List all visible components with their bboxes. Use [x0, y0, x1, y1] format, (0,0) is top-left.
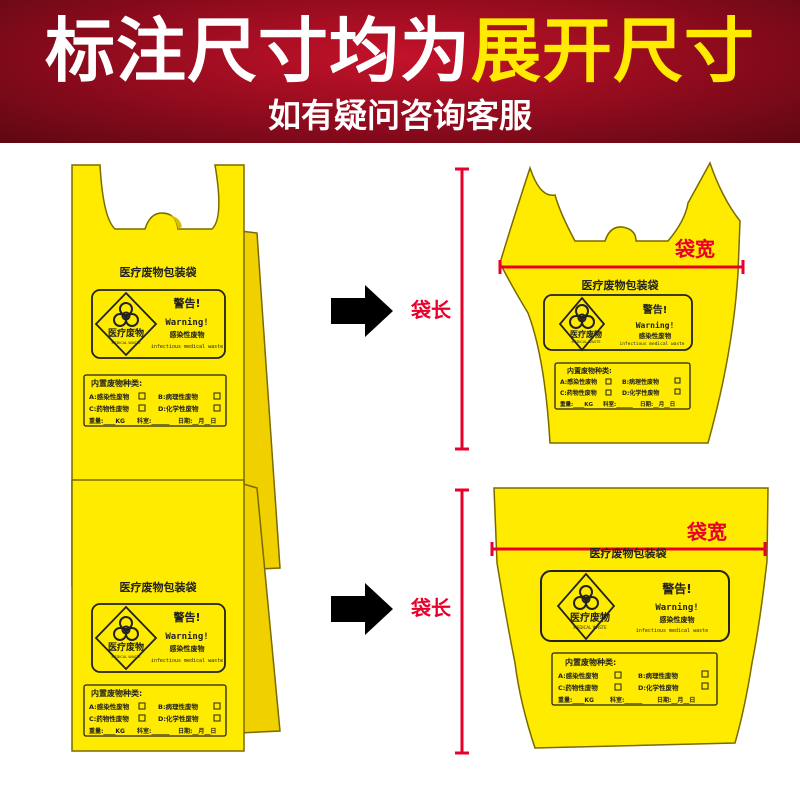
svg-text:医疗废物包装袋: 医疗废物包装袋 [582, 278, 660, 292]
header-banner: 标注尺寸均为展开尺寸 如有疑问咨询客服 [0, 0, 800, 143]
badge-small-text: MEDICAL WASTE [111, 341, 140, 345]
svg-text:内置废物种类:: 内置废物种类: [91, 688, 142, 698]
svg-text:D:化学性废物: D:化学性废物 [158, 404, 199, 413]
svg-text:科室:______: 科室:______ [603, 400, 633, 408]
title-white-part: 标注尺寸均为 [45, 10, 471, 92]
illustration-stage: 医疗废物包装袋 医疗废物 MEDICAL WASTE 警告! Warning! … [71, 161, 769, 755]
svg-text:重量:____KG: 重量:____KG [89, 727, 125, 735]
svg-text:C:药物性废物: C:药物性废物 [89, 404, 129, 413]
flat-bag-unfolded: 袋宽 医疗废物包装袋 医疗废物 MEDICAL WASTE 警告! Warnin… [490, 487, 769, 749]
svg-text:科室:______: 科室:______ [610, 696, 642, 704]
arrow-right-icon [331, 583, 393, 635]
svg-text:日期:__月__日: 日期:__月__日 [640, 400, 675, 408]
warning-en-text: Warning! [165, 317, 208, 328]
svg-text:日期:__月__日: 日期:__月__日 [178, 727, 216, 735]
svg-text:重量:____KG: 重量:____KG [560, 400, 593, 408]
svg-text:重量:____KG: 重量:____KG [89, 417, 125, 425]
svg-text:infectious medical waste: infectious medical waste [636, 628, 708, 634]
svg-text:医疗废物: 医疗废物 [108, 641, 144, 653]
svg-text:B:病理性废物: B:病理性废物 [638, 671, 679, 680]
svg-text:Warning!: Warning! [636, 320, 675, 330]
warning-text: 警告! [172, 296, 200, 310]
svg-text:科室:______: 科室:______ [137, 727, 169, 735]
svg-text:D:化学性废物: D:化学性废物 [622, 389, 659, 397]
page-subtitle: 如有疑问咨询客服 [268, 96, 532, 135]
svg-text:A:感染性废物: A:感染性废物 [558, 671, 599, 680]
svg-text:MEDICAL WASTE: MEDICAL WASTE [571, 340, 600, 344]
svg-text:内置废物种类:: 内置废物种类: [565, 657, 616, 667]
svg-text:医疗废物包装袋: 医疗废物包装袋 [590, 546, 668, 560]
svg-text:C:药物性废物: C:药物性废物 [558, 683, 598, 692]
length-dimension-2: 袋长 [410, 488, 469, 755]
badge-text: 医疗废物 [108, 327, 144, 339]
svg-text:医疗废物: 医疗废物 [570, 611, 610, 624]
svg-text:内置废物种类:: 内置废物种类: [91, 378, 142, 388]
arrow-right-icon [331, 285, 393, 337]
vest-bag-unfolded: 袋宽 医疗废物包装袋 医疗废物 MEDICAL WASTE 警告! Warnin… [498, 161, 745, 444]
svg-text:内置废物种类:: 内置废物种类: [567, 366, 612, 375]
svg-text:袋长: 袋长 [410, 596, 452, 620]
svg-text:infectious medical waste: infectious medical waste [619, 341, 684, 347]
svg-text:B:病理性废物: B:病理性废物 [622, 378, 659, 386]
svg-text:Warning!: Warning! [165, 631, 208, 642]
width-label: 袋宽 [674, 237, 715, 261]
svg-text:感染性废物: 感染性废物 [170, 644, 205, 653]
svg-text:B:病理性废物: B:病理性废物 [158, 392, 199, 401]
svg-text:MEDICAL WASTE: MEDICAL WASTE [573, 625, 607, 630]
svg-text:A:感染性废物: A:感染性废物 [560, 378, 597, 386]
length-dimension-1: 袋长 [410, 167, 469, 451]
flat-bag-folded: 医疗废物包装袋 医疗废物 MEDICAL WASTE 警告! Warning! … [71, 479, 281, 752]
svg-text:infectious medical waste: infectious medical waste [151, 658, 223, 664]
svg-text:A:感染性废物: A:感染性废物 [89, 702, 130, 711]
length-label: 袋长 [410, 298, 452, 322]
svg-text:日期:__月__日: 日期:__月__日 [178, 417, 216, 425]
page-title: 标注尺寸均为展开尺寸 [0, 10, 800, 92]
svg-text:医疗废物: 医疗废物 [570, 329, 602, 339]
svg-text:重量:____KG: 重量:____KG [558, 696, 594, 704]
infectious-en-text: infectious medical waste [151, 344, 223, 350]
svg-text:警告!: 警告! [642, 303, 668, 316]
svg-text:B:病理性废物: B:病理性废物 [158, 702, 199, 711]
svg-text:警告!: 警告! [172, 610, 200, 624]
bag-heading: 医疗废物包装袋 [120, 265, 198, 279]
svg-text:A:感染性废物: A:感染性废物 [89, 392, 130, 401]
infectious-cn-text: 感染性废物 [170, 330, 205, 339]
svg-text:Warning!: Warning! [655, 602, 698, 613]
svg-text:C:药物性废物: C:药物性废物 [89, 714, 129, 723]
svg-text:警告!: 警告! [661, 581, 691, 596]
svg-text:MEDICAL WASTE: MEDICAL WASTE [111, 655, 140, 659]
svg-text:科室:______: 科室:______ [137, 417, 169, 425]
svg-text:医疗废物包装袋: 医疗废物包装袋 [120, 580, 198, 594]
svg-text:感染性废物: 感染性废物 [639, 331, 672, 340]
svg-text:D:化学性废物: D:化学性废物 [638, 683, 679, 692]
svg-text:日期:__月__日: 日期:__月__日 [657, 696, 695, 704]
svg-text:C:药物性废物: C:药物性废物 [560, 389, 597, 397]
svg-text:感染性废物: 感染性废物 [660, 615, 695, 624]
svg-text:D:化学性废物: D:化学性废物 [158, 714, 199, 723]
svg-text:袋宽: 袋宽 [686, 520, 727, 544]
title-yellow-part: 展开尺寸 [471, 10, 755, 92]
